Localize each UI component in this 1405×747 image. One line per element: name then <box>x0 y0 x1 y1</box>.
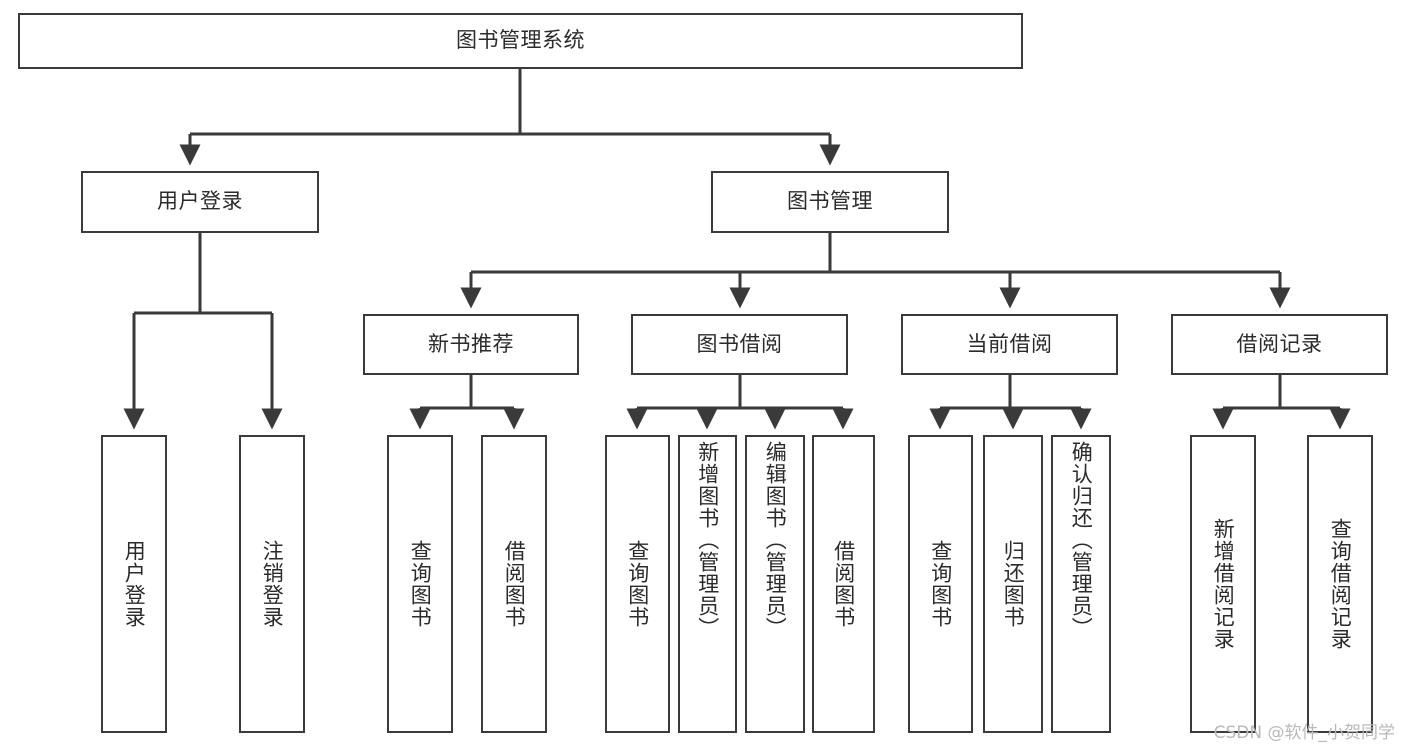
node-leaf-return-book-label: 归还图书 <box>1001 540 1026 628</box>
node-leaf-borrow-book-rec-label: 借阅图书 <box>502 540 527 628</box>
node-leaf-user-login-label: 用户登录 <box>122 540 147 628</box>
node-borrow-record-label: 借阅记录 <box>1236 331 1323 356</box>
node-current-borrow-label: 当前借阅 <box>966 331 1053 356</box>
node-new-book-rec-label: 新书推荐 <box>428 331 514 356</box>
node-leaf-borrow-book-label: 借阅图书 <box>831 540 856 628</box>
node-book-manage[interactable]: 图书管理 <box>711 171 949 233</box>
node-leaf-add-borrow-record-label: 新增借阅记录 <box>1211 518 1236 650</box>
node-leaf-add-book-admin[interactable]: 新增图书（管理员） <box>678 435 737 733</box>
node-leaf-borrow-book[interactable]: 借阅图书 <box>812 435 875 733</box>
node-book-borrow-label: 图书借阅 <box>696 331 783 356</box>
node-leaf-query-book-current-label: 查询图书 <box>928 540 953 628</box>
node-root-label: 图书管理系统 <box>456 28 585 53</box>
node-leaf-edit-book-admin-label: 编辑图书（管理员） <box>763 441 788 639</box>
node-leaf-user-login[interactable]: 用户登录 <box>101 435 167 733</box>
node-new-book-rec[interactable]: 新书推荐 <box>363 314 579 375</box>
node-leaf-add-borrow-record[interactable]: 新增借阅记录 <box>1190 435 1256 733</box>
node-borrow-record[interactable]: 借阅记录 <box>1171 314 1388 375</box>
node-leaf-confirm-return-admin-label: 确认归还（管理员） <box>1069 441 1094 639</box>
node-book-manage-label: 图书管理 <box>787 189 873 214</box>
node-leaf-return-book[interactable]: 归还图书 <box>983 435 1043 733</box>
node-leaf-user-logout[interactable]: 注销登录 <box>239 435 305 733</box>
node-leaf-edit-book-admin[interactable]: 编辑图书（管理员） <box>745 435 805 733</box>
node-book-borrow[interactable]: 图书借阅 <box>631 314 848 375</box>
node-leaf-query-borrow-record[interactable]: 查询借阅记录 <box>1307 435 1373 733</box>
node-leaf-confirm-return-admin[interactable]: 确认归还（管理员） <box>1051 435 1111 733</box>
node-root[interactable]: 图书管理系统 <box>18 13 1023 69</box>
node-leaf-query-book-borrow[interactable]: 查询图书 <box>605 435 670 733</box>
node-leaf-query-book-current[interactable]: 查询图书 <box>908 435 973 733</box>
node-leaf-query-borrow-record-label: 查询借阅记录 <box>1328 518 1353 650</box>
node-leaf-query-book-rec[interactable]: 查询图书 <box>387 435 453 733</box>
node-user-login-label: 用户登录 <box>157 189 243 214</box>
node-user-login[interactable]: 用户登录 <box>81 171 319 233</box>
node-leaf-query-book-borrow-label: 查询图书 <box>625 540 650 628</box>
node-leaf-query-book-rec-label: 查询图书 <box>408 540 433 628</box>
node-current-borrow[interactable]: 当前借阅 <box>901 314 1118 375</box>
node-leaf-user-logout-label: 注销登录 <box>260 540 285 628</box>
node-leaf-borrow-book-rec[interactable]: 借阅图书 <box>481 435 547 733</box>
node-leaf-add-book-admin-label: 新增图书（管理员） <box>695 441 720 639</box>
